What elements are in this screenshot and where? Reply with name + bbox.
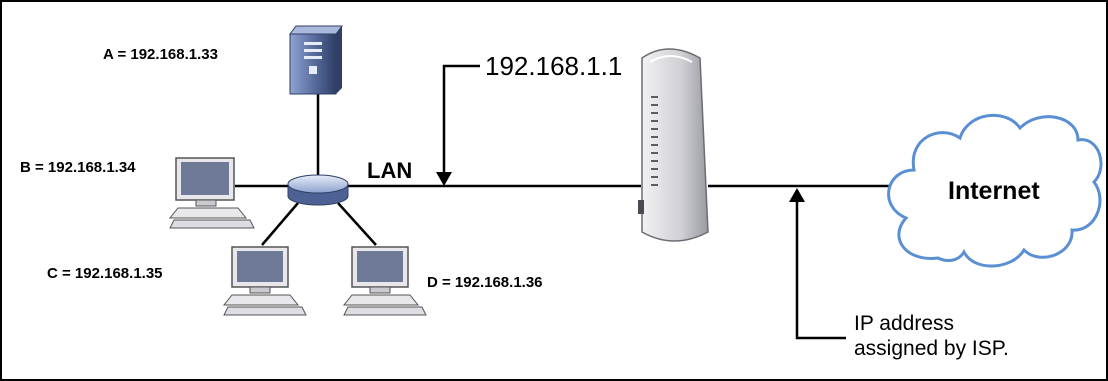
wire-hub-to-pc-d <box>337 202 377 246</box>
internet-label: Internet <box>948 177 1040 205</box>
hub-icon <box>287 174 349 206</box>
pc-d-icon <box>342 246 427 316</box>
isp-note-line1: IP address <box>854 312 954 335</box>
host-c-label: C = 192.168.1.35 <box>47 265 163 282</box>
pc-b-icon <box>168 157 255 229</box>
internet-cloud-icon <box>887 113 1103 268</box>
server-a-icon <box>289 25 343 95</box>
host-a-label: A = 192.168.1.33 <box>103 46 218 63</box>
isp-arrowhead <box>789 188 805 202</box>
host-d-label: D = 192.168.1.36 <box>427 274 543 291</box>
lan-label: LAN <box>367 158 412 183</box>
wires <box>235 92 906 246</box>
isp-note-line2: assigned by ISP. <box>854 337 1009 360</box>
wire-hub-to-pc-c <box>261 202 299 246</box>
gateway-ip-label: 192.168.1.1 <box>485 51 622 81</box>
gateway-arrowhead <box>436 172 452 186</box>
modem-icon <box>638 48 709 242</box>
pc-c-icon <box>222 246 307 316</box>
host-b-label: B = 192.168.1.34 <box>20 159 136 176</box>
gateway-ip-pointer <box>436 64 480 186</box>
isp-pointer <box>789 188 846 340</box>
